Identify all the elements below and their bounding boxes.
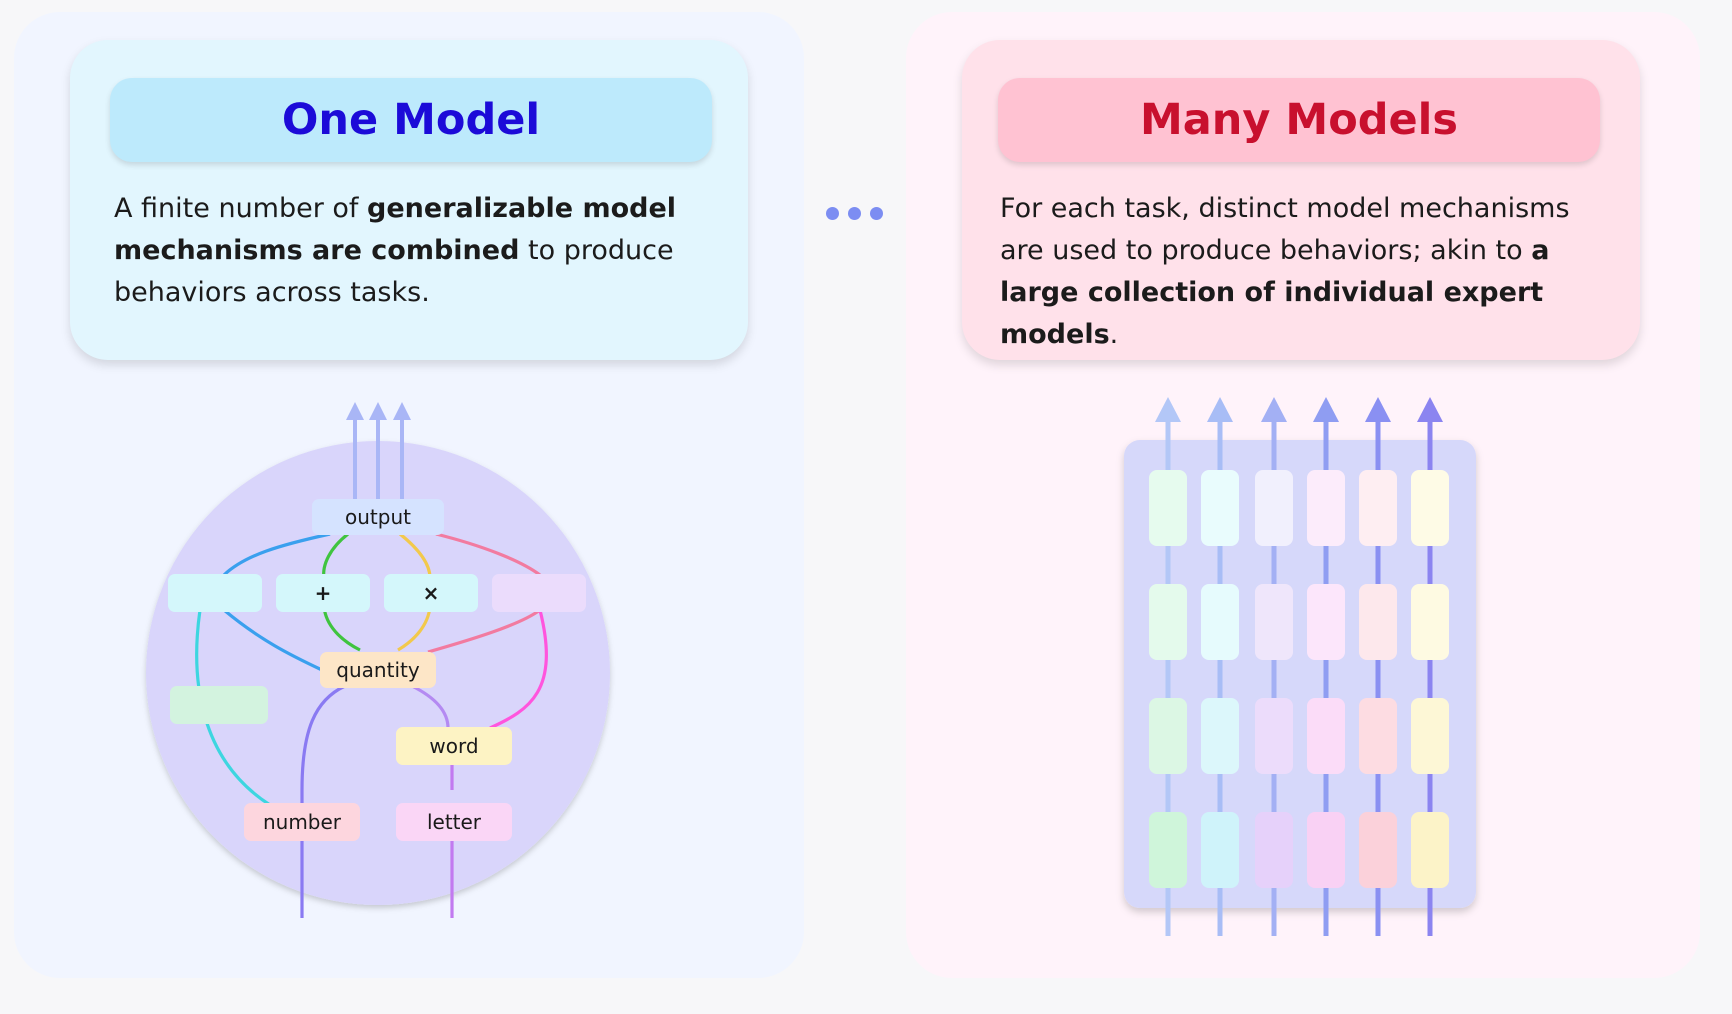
many-models-card: Many Models For each task, distinct mode… [962,40,1640,360]
one-model-desc-part: A finite number of [114,193,368,224]
letter-node [396,803,512,841]
output-label: output [345,505,411,529]
expert-block [1359,584,1397,660]
quantity-node [320,652,436,688]
number-node [244,803,360,841]
word-node [396,727,512,765]
output-node [312,499,444,535]
expert-arrowhead [1313,397,1339,422]
one-model-desc-part: to produce behaviors across tasks. [114,235,674,308]
expert-arrowhead [1207,397,1233,422]
expert-block [1149,584,1187,660]
times-label: × [423,581,440,605]
expert-block [1149,698,1187,774]
expert-block [1411,698,1449,774]
many-models-desc-part: . [1109,319,1119,350]
dot [870,207,883,220]
expert-block [1307,812,1345,888]
plus-label: + [315,581,332,605]
times-node [384,574,478,612]
letter-label: letter [427,810,482,834]
expert-block [1307,698,1345,774]
expert-block [1307,584,1345,660]
one-model-title-bar: One Model [110,78,712,162]
expert-block [1411,812,1449,888]
expert-block [1201,470,1239,546]
ellipsis-dots [826,206,886,222]
expert-arrowhead [1155,397,1181,422]
one-model-desc-bold: generalizable model mechanisms are combi… [114,193,677,266]
expert-block [1411,470,1449,546]
expert-block [1411,584,1449,660]
expert-block [1149,812,1187,888]
expert-block [1201,584,1239,660]
expert-block [1201,698,1239,774]
expert-arrowhead [1417,397,1443,422]
one-model-title: One Model [281,95,541,145]
dot [826,207,839,220]
one-model-card: One Model A finite number of generalizab… [70,40,748,360]
expert-block [1359,470,1397,546]
expert-block [1201,812,1239,888]
expert-columns [1149,397,1449,936]
many-models-title-bar: Many Models [998,78,1600,162]
dot [848,207,861,220]
expert-block [1307,470,1345,546]
many-models-title: Many Models [1139,95,1459,145]
expert-block [1359,698,1397,774]
expert-block [1255,584,1293,660]
many-models-desc-bold: a large collection of individual expert … [1000,235,1550,350]
output-arrows [353,412,404,500]
blank-node [492,574,586,612]
expert-block [1255,470,1293,546]
quantity-label: quantity [336,658,420,682]
word-label: word [429,734,478,758]
expert-arrowhead [1365,397,1391,422]
plus-node [276,574,370,612]
one-model-description: A finite number of generalizable model m… [114,188,714,314]
blank-node [170,686,268,724]
expert-block [1255,698,1293,774]
expert-block [1359,812,1397,888]
expert-block [1255,812,1293,888]
many-models-desc-part: For each task, distinct model mechanisms… [1000,193,1570,266]
expert-arrowhead [1261,397,1287,422]
output-arrowheads [346,402,411,420]
blank-node [168,574,262,612]
experts-box [1124,440,1476,908]
number-label: number [263,810,342,834]
circuit-connections [195,532,548,918]
expert-block [1149,470,1187,546]
many-models-description: For each task, distinct model mechanisms… [1000,188,1620,356]
